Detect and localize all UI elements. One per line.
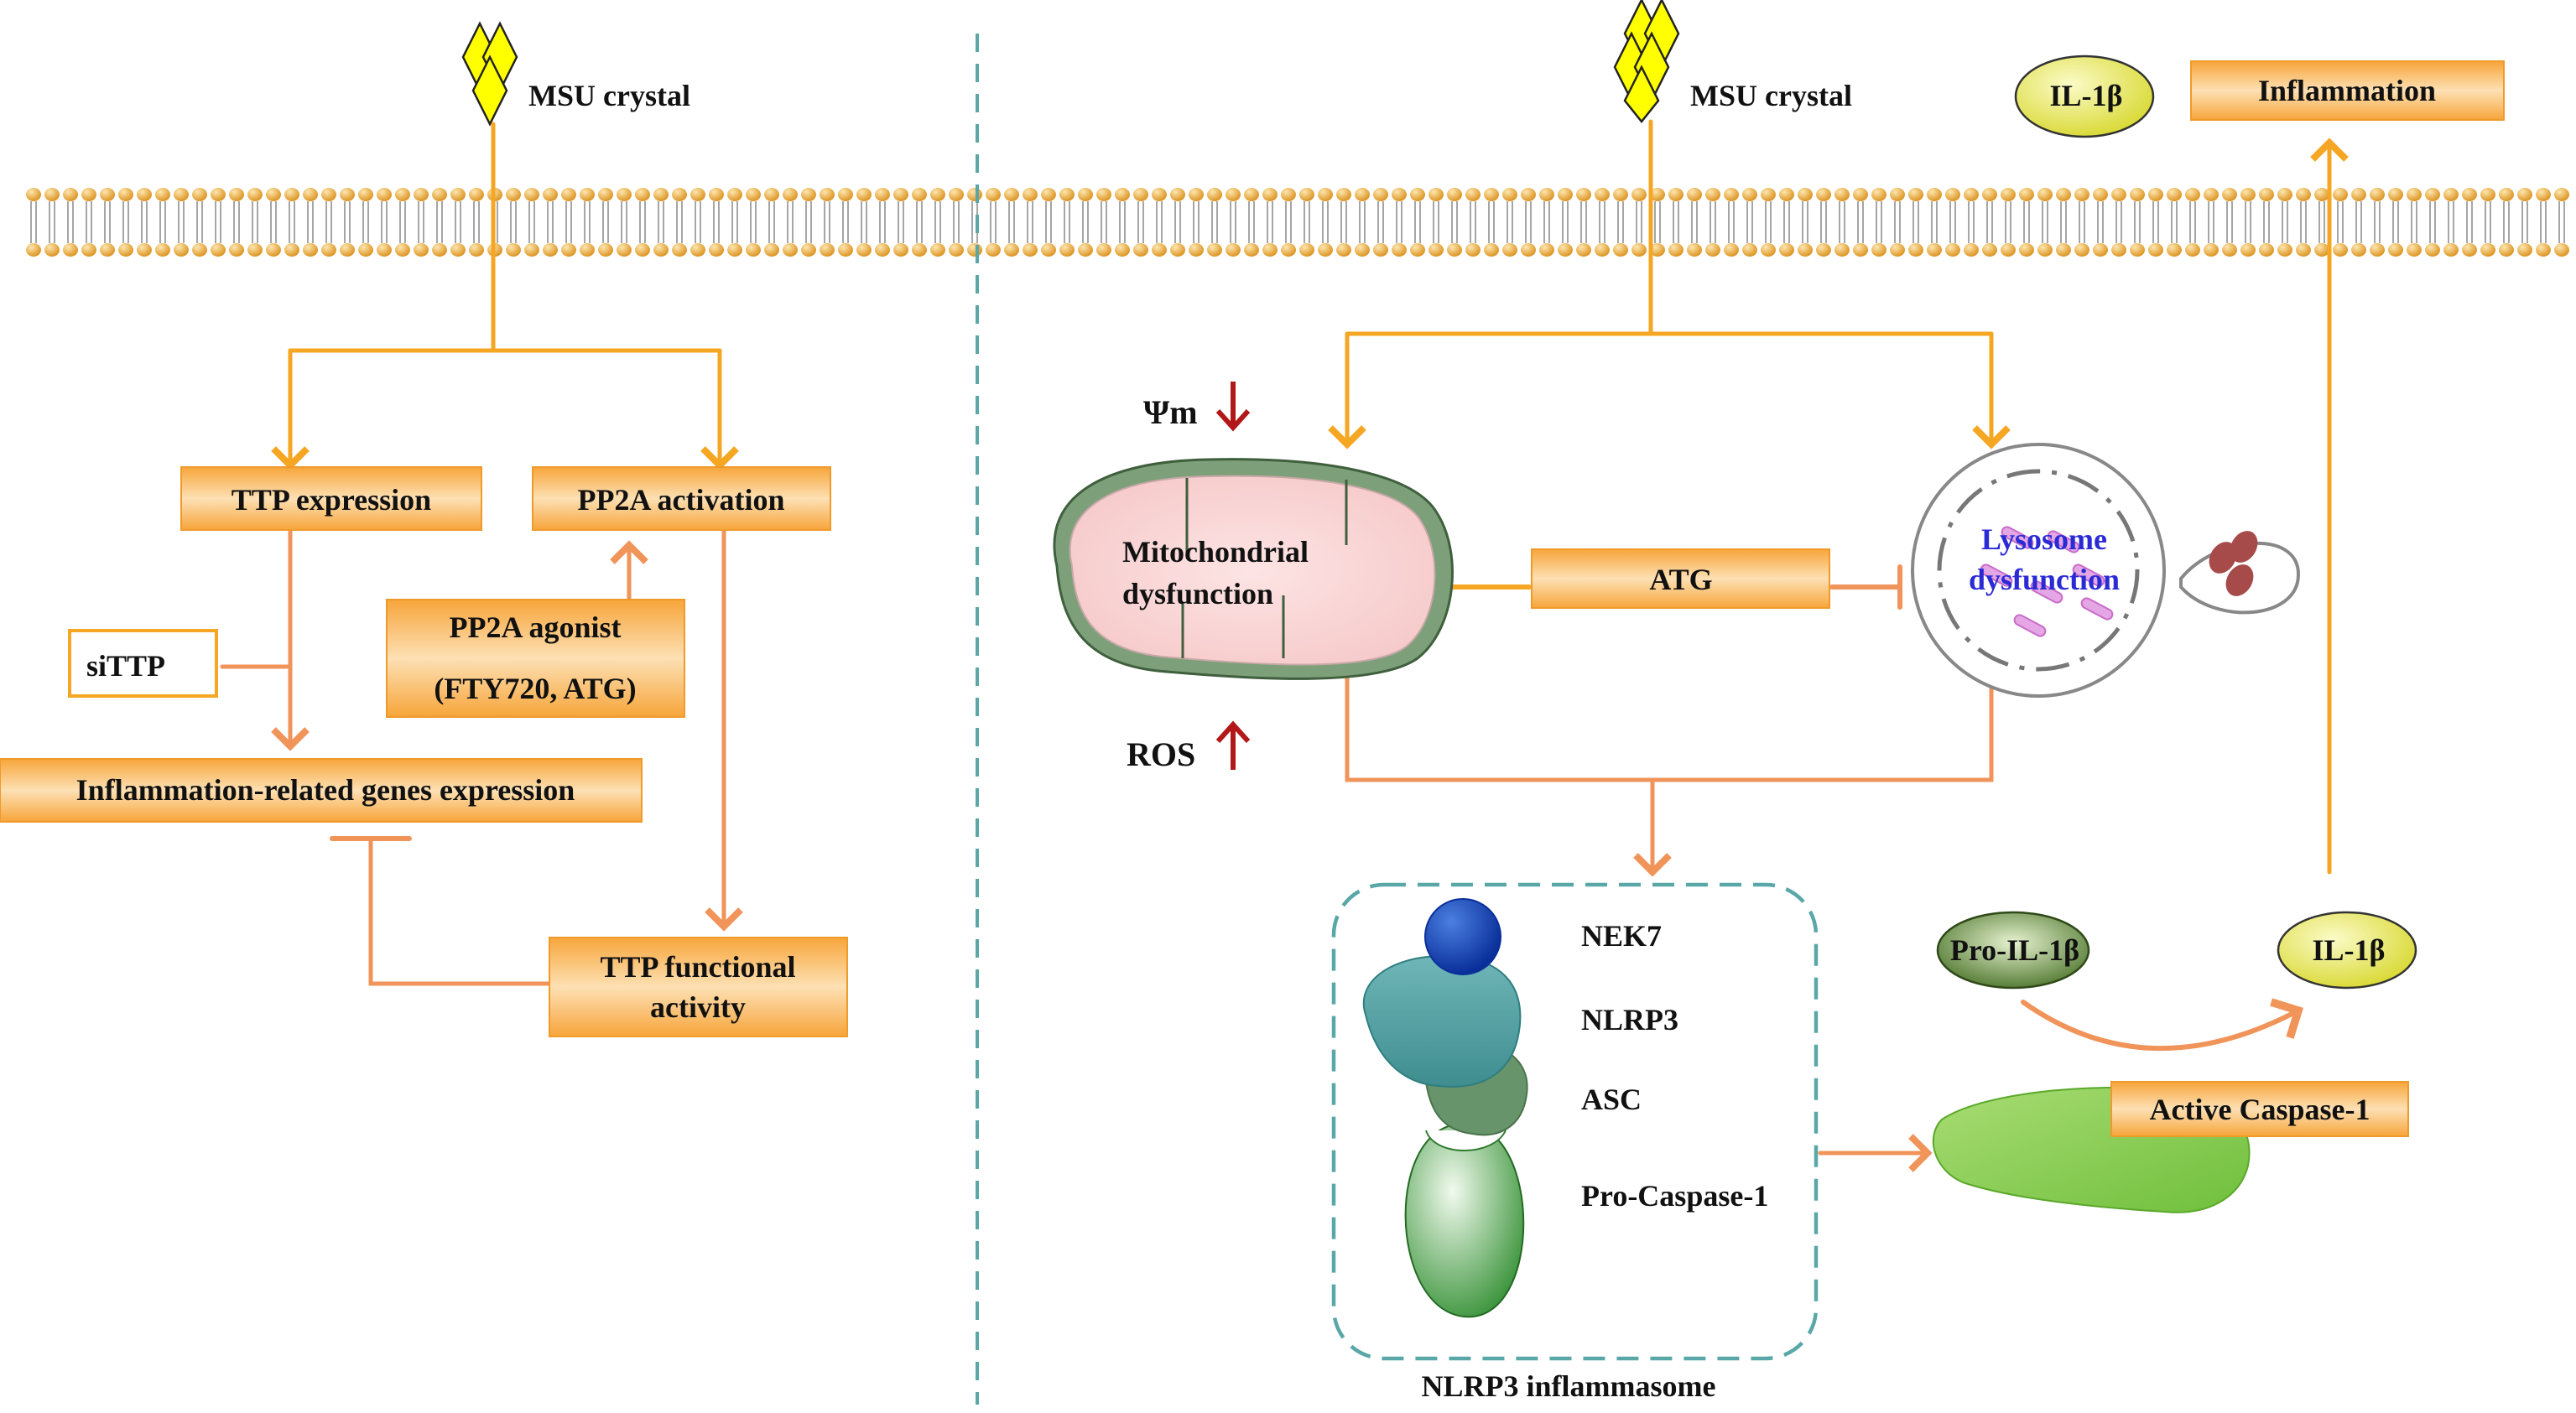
pp2a-activation-box: PP2A activation [532,466,831,531]
cell-membrane [26,188,2569,257]
pp2a-agonist-box: PP2A agonist (FTY720, ATG) [386,599,685,718]
atg-box: ATG [1531,548,1830,609]
svg-text:IL-1β: IL-1β [2050,79,2123,112]
asc-label: ASC [1581,1083,1642,1116]
right-arrows [1328,119,2349,1172]
inflammasome-dashed-box [1331,882,1819,1361]
svg-text:PP2A agonist: PP2A agonist [449,610,621,644]
nlrp3-label: NLRP3 [1581,1003,1678,1036]
svg-text:TTP functional: TTP functional [600,950,795,984]
lysosome: Lysosome dysfunction [1911,443,2301,698]
msu-crystal-right-icon [1613,0,1680,124]
inflammasome-label: NLRP3 inflammasome [1422,1369,1716,1403]
inflammation-box: Inflammation [2190,60,2505,121]
pro-caspase-1-shape [1404,1122,1525,1318]
psi-m-down-arrow [1215,382,1251,432]
pro-caspase-1-label: Pro-Caspase-1 [1581,1179,1768,1213]
sittp-box: siTTP [68,629,218,698]
active-caspase-1-box: Active Caspase-1 [2110,1081,2409,1137]
psi-m-label: Ψm [1143,393,1198,431]
lysosome-cargo [2209,531,2258,596]
svg-text:Inflammation-related genes exp: Inflammation-related genes expression [76,773,575,807]
inflammation-genes-box: Inflammation-related genes expression [0,758,643,823]
svg-text:ATG: ATG [1649,563,1712,596]
msu-crystal-right-label: MSU crystal [1690,79,1852,112]
svg-text:Pro-IL-1β: Pro-IL-1β [1950,933,2079,967]
svg-text:PP2A activation: PP2A activation [578,483,785,517]
ttp-functional-box: TTP functional activity [549,937,848,1037]
left-arrows [220,122,743,986]
nek7-label: NEK7 [1581,919,1662,953]
mitochondrial-label-line1: Mitochondrial [1122,535,1309,569]
svg-text:Active Caspase-1: Active Caspase-1 [2150,1093,2370,1126]
nek7-sphere [1424,898,1501,975]
il1b-top-icon: IL-1β [2014,55,2155,138]
lysosome-label-line2: dysfunction [1969,563,2120,596]
ttp-expression-box: TTP expression [180,466,482,531]
mitochondrial-label-line2: dysfunction [1122,577,1273,610]
mitochondrion: Mitochondrial dysfunction [1053,458,1454,680]
lysosome-label-line1: Lysosome [1981,522,2107,556]
msu-crystal-left-icon [461,21,518,127]
svg-text:TTP expression: TTP expression [232,483,431,517]
ros-up-arrow [1215,720,1251,770]
svg-text:(FTY720, ATG): (FTY720, ATG) [434,672,636,705]
pro-il1b-icon: Pro-IL-1β [1936,911,2090,990]
svg-text:Inflammation: Inflammation [2258,74,2436,107]
svg-text:IL-1β: IL-1β [2313,933,2386,967]
msu-crystal-left-label: MSU crystal [528,79,690,112]
nlrp3-shape [1362,954,1522,1088]
il1b-mid-icon: IL-1β [2277,911,2417,990]
svg-text:siTTP: siTTP [86,649,165,683]
lysosome-particles [1980,526,2114,637]
ros-label: ROS [1127,735,1195,773]
svg-text:activity: activity [650,990,746,1024]
